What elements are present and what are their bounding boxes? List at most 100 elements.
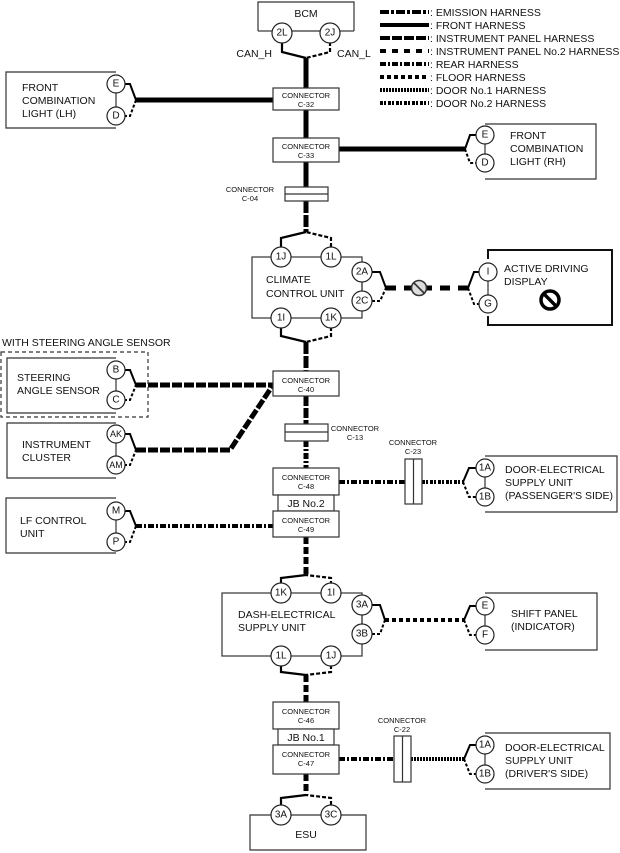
steering-angle-sensor-group: WITH STEERING ANGLE SENSOR xyxy=(0,337,171,418)
pin-label: 1A xyxy=(479,740,492,751)
pin xyxy=(106,106,126,126)
pin xyxy=(475,735,495,755)
pin xyxy=(319,22,341,44)
connector-c46: CONNECTOR C-46 xyxy=(272,701,340,730)
connector-word: CONNECTOR xyxy=(282,516,331,525)
unit-label: COMBINATION xyxy=(22,95,95,107)
unit-label: FRONT xyxy=(510,130,547,142)
pin xyxy=(475,125,495,145)
connector-c04: CONNECTOR C-04 xyxy=(226,185,329,203)
pin-label: M xyxy=(112,506,120,517)
legend-label: : DOOR No.2 HARNESS xyxy=(430,98,546,110)
connector-id: C-32 xyxy=(298,100,314,109)
legend-label: : EMISSION HARNESS xyxy=(430,7,541,19)
connector-word: CONNECTOR xyxy=(226,185,275,194)
pin-label: E xyxy=(113,79,120,90)
unit-label: DOOR-ELECTRICAL xyxy=(505,742,605,754)
pin xyxy=(320,804,342,826)
pin-label: P xyxy=(113,537,120,548)
pin xyxy=(351,261,373,283)
pin-label: 1I xyxy=(277,313,285,324)
connector-id: C-23 xyxy=(405,447,421,456)
unit-label: DASH-ELECTRICAL xyxy=(238,609,336,621)
unit-label: DOOR-ELECTRICAL xyxy=(505,464,605,476)
prohibited-icon xyxy=(410,279,428,297)
legend-label: : FLOOR HARNESS xyxy=(430,72,526,84)
pin xyxy=(320,582,342,604)
unit-label: DISPLAY xyxy=(504,276,548,288)
esu-label: ESU xyxy=(295,829,317,841)
connector-id: C-48 xyxy=(298,482,314,491)
pin-label: 3A xyxy=(356,600,369,611)
legend-label: : DOOR No.1 HARNESS xyxy=(430,85,546,97)
unit-label: (INDICATOR) xyxy=(511,621,575,633)
pin-label: 1L xyxy=(325,252,337,263)
door-electrical-supply-unit-driver: DOOR-ELECTRICAL SUPPLY UNIT (DRIVER'S SI… xyxy=(475,732,611,790)
unit-label: CLIMATE xyxy=(266,274,311,286)
connector-c22: CONNECTOR C-22 xyxy=(378,716,427,783)
bcm-label: BCM xyxy=(294,8,317,20)
connector-c40: CONNECTOR C-40 xyxy=(272,370,340,397)
pin-label: I xyxy=(487,267,490,278)
pin-label: G xyxy=(484,299,492,310)
connector-word: CONNECTOR xyxy=(389,438,438,447)
unit-label: FRONT xyxy=(22,82,59,94)
connector-c33: CONNECTOR C-33 xyxy=(272,137,340,163)
legend-label: : INSTRUMENT PANEL No.2 HARNESS xyxy=(430,46,619,58)
pin xyxy=(270,645,292,667)
connector-id: C-40 xyxy=(298,385,314,394)
connector-id: C-46 xyxy=(298,716,314,725)
legend-label: : REAR HARNESS xyxy=(430,59,519,71)
unit-label: CONTROL UNIT xyxy=(266,288,345,300)
connector-word: CONNECTOR xyxy=(282,376,331,385)
connector-word: CONNECTOR xyxy=(378,716,427,725)
connector-word: CONNECTOR xyxy=(282,142,331,151)
connector-id: C-04 xyxy=(242,194,258,203)
pin xyxy=(320,246,342,268)
pin xyxy=(270,804,292,826)
branch-wires xyxy=(124,83,480,775)
steering-angle-sensor: STEERING ANGLE SENSOR B C xyxy=(6,357,126,414)
pin xyxy=(271,22,293,44)
connector-c13: CONNECTOR C-13 xyxy=(284,423,380,442)
connector-c49: CONNECTOR C-49 xyxy=(272,510,340,538)
unit-label: LIGHT (LH) xyxy=(22,108,76,120)
pin xyxy=(475,458,495,478)
unit-label: (DRIVER'S SIDE) xyxy=(505,768,588,780)
dash-electrical-supply-unit: DASH-ELECTRICAL SUPPLY UNIT 1K 1I 1L 1J … xyxy=(221,582,373,667)
pin xyxy=(106,74,126,94)
pin xyxy=(270,582,292,604)
pin-label: F xyxy=(482,630,488,641)
pin-label: 1L xyxy=(275,651,287,662)
trunk-wires xyxy=(279,42,333,805)
door-electrical-supply-unit-passenger: DOOR-ELECTRICAL SUPPLY UNIT (PASSENGER'S… xyxy=(475,455,618,513)
pin-label: 1J xyxy=(326,651,337,662)
pin xyxy=(478,262,498,282)
pin xyxy=(351,290,373,312)
shift-panel-indicator: SHIFT PANEL (INDICATOR) E F xyxy=(475,592,598,651)
unit-label: STEERING xyxy=(17,372,71,384)
pin-label: 1B xyxy=(479,769,492,780)
esu-unit: ESU 3A 3C xyxy=(249,804,367,851)
pin xyxy=(475,596,495,616)
unit-label: COMBINATION xyxy=(510,143,583,155)
group-label: WITH STEERING ANGLE SENSOR xyxy=(2,337,171,349)
connector-c48: CONNECTOR C-48 xyxy=(272,467,340,496)
connector-word: CONNECTOR xyxy=(282,473,331,482)
unit-label: SUPPLY UNIT xyxy=(238,622,306,634)
pin xyxy=(320,645,342,667)
unit-label: CLUSTER xyxy=(22,452,71,464)
pin xyxy=(270,246,292,268)
pin-label: 1B xyxy=(479,492,492,503)
pin-label: E xyxy=(482,601,489,612)
unit-label: (PASSENGER'S SIDE) xyxy=(505,490,613,502)
can-l-label: CAN_L xyxy=(337,48,371,60)
unit-label: SUPPLY UNIT xyxy=(505,477,573,489)
unit-label: ANGLE SENSOR xyxy=(17,385,100,397)
legend: : EMISSION HARNESS : FRONT HARNESS : INS… xyxy=(380,7,619,110)
connector-word: CONNECTOR xyxy=(282,707,331,716)
pin xyxy=(106,360,126,380)
connector-c32: CONNECTOR C-32 xyxy=(272,87,340,111)
pin xyxy=(475,487,495,507)
